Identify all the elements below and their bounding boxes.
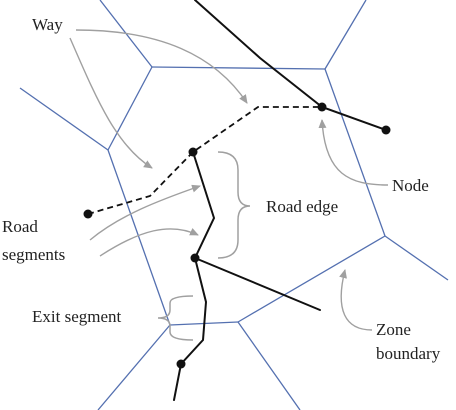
node-point	[188, 147, 198, 157]
exit-segment-label: Exit segment	[32, 307, 122, 326]
zone-boundary-label-line1: Zone	[376, 320, 411, 339]
node-point	[176, 359, 186, 369]
node-point	[190, 253, 200, 263]
road-segments-arrow-2	[99, 228, 199, 257]
zone-boundary-edge	[384, 235, 449, 281]
braces	[157, 151, 251, 341]
node-arrow	[318, 119, 389, 186]
road-segments-arrow-1	[89, 184, 201, 241]
way-arrow-to-dashed	[75, 29, 248, 104]
zone-boundary-edge	[107, 149, 171, 326]
road-top-right	[194, 0, 387, 131]
road-edge-label: Road edge	[266, 197, 338, 216]
road-edge-segment	[192, 151, 216, 259]
road-edge-brace	[217, 151, 251, 259]
zone-boundary-edge	[237, 321, 301, 410]
way-label: Way	[32, 15, 63, 34]
zone-boundary-label-line2: boundary	[376, 344, 441, 363]
zone-boundary-edge	[237, 235, 386, 323]
roads	[173, 0, 387, 401]
zone-boundaries	[19, 0, 449, 410]
node-point	[83, 209, 93, 219]
node-label: Node	[392, 176, 429, 195]
road-segments-label-line1: Road	[2, 217, 38, 236]
annotation-arrows	[69, 29, 389, 331]
zone-boundary-edge	[97, 324, 171, 410]
road-segment-right	[194, 257, 321, 311]
way-dashed-path	[87, 106, 322, 215]
node-point	[317, 102, 327, 112]
road-segments-label-line2: segments	[2, 245, 65, 264]
zone-boundary-edge	[324, 68, 386, 237]
node-point	[381, 125, 391, 135]
way-arrow-to-zone	[69, 37, 153, 169]
nodes	[83, 102, 391, 369]
zone-boundary-edge	[324, 0, 367, 70]
zone-boundary-edge	[151, 66, 326, 70]
zone-boundary-edge	[107, 66, 153, 151]
road-exit-segment	[173, 257, 208, 401]
zone-boundary-arrow	[339, 269, 373, 331]
zone-boundary-edge	[19, 87, 109, 151]
exit-segment-brace	[157, 295, 194, 341]
